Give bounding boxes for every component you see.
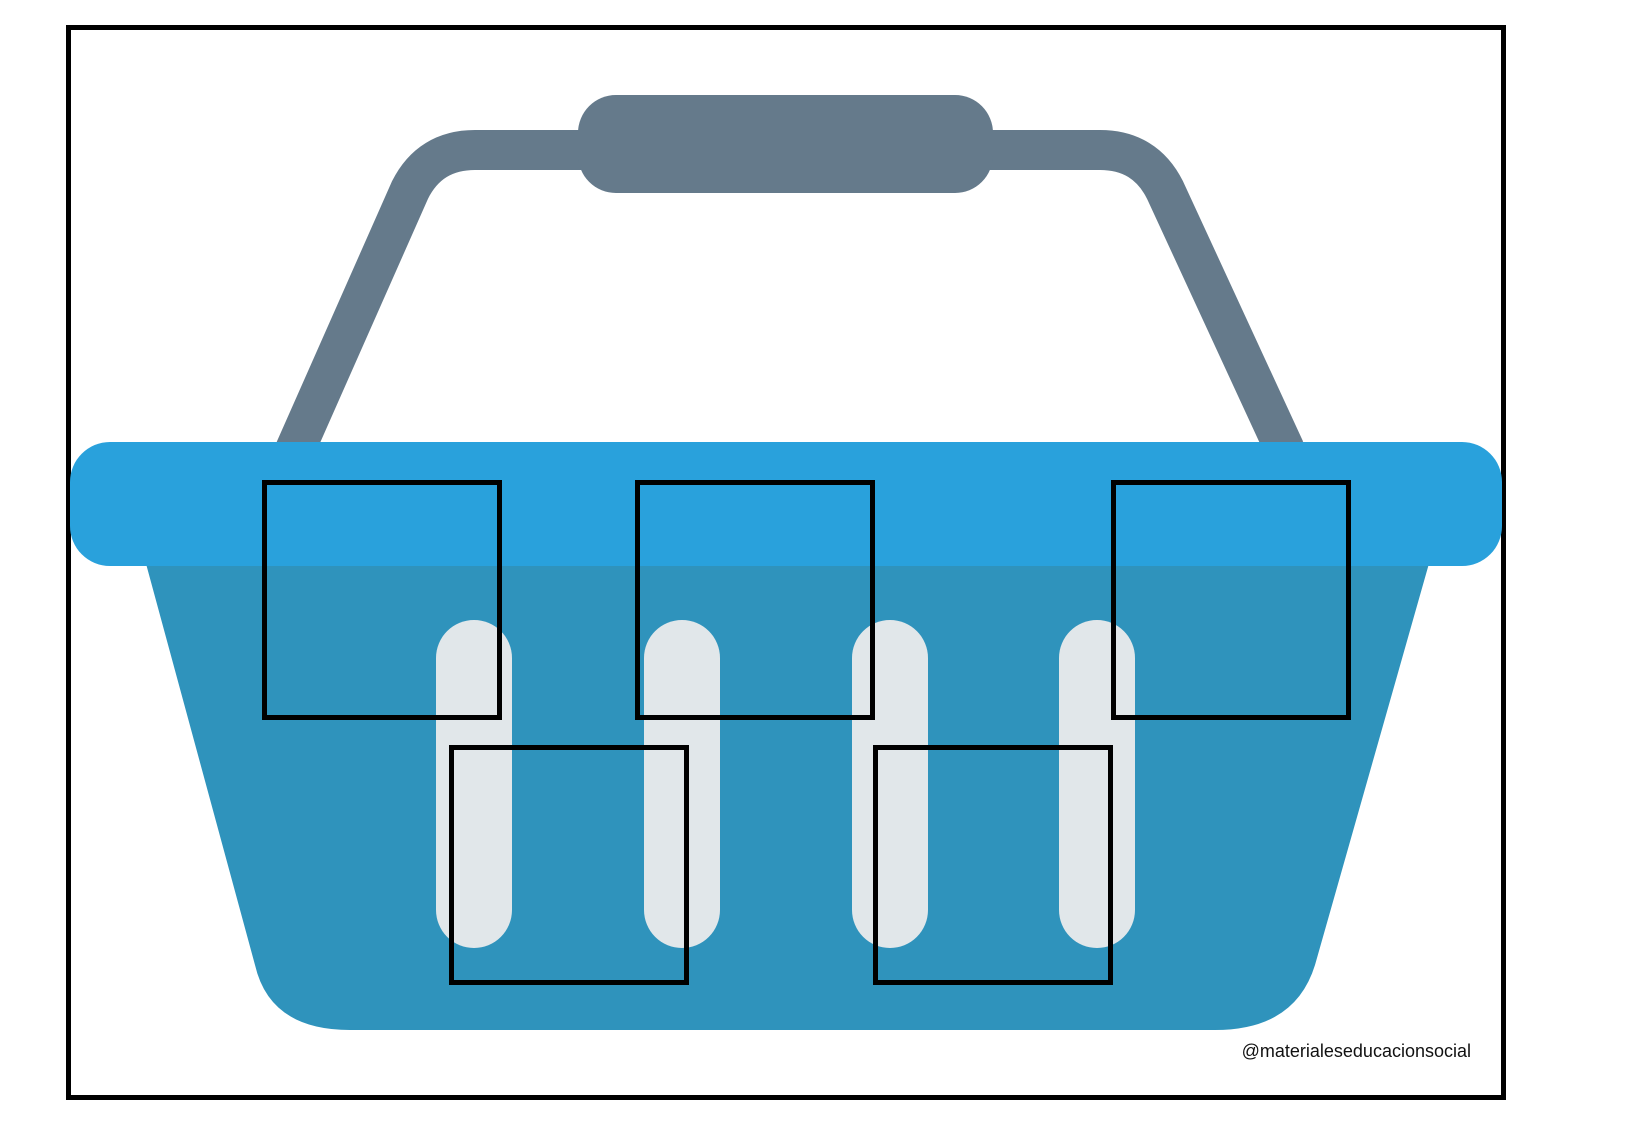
- watermark-text: @materialeseducacionsocial: [1241, 1041, 1471, 1061]
- answer-box[interactable]: [873, 745, 1113, 985]
- basket-slat: [644, 620, 720, 948]
- answer-box[interactable]: [449, 745, 689, 985]
- basket-rim: [70, 442, 1502, 566]
- basket-slat: [1059, 620, 1135, 948]
- answer-box[interactable]: [1111, 480, 1351, 720]
- answer-box[interactable]: [635, 480, 875, 720]
- answer-box[interactable]: [262, 480, 502, 720]
- basket-slat: [436, 620, 512, 948]
- basket-handle-grip: [578, 95, 993, 193]
- basket-handle-arm: [276, 130, 1304, 459]
